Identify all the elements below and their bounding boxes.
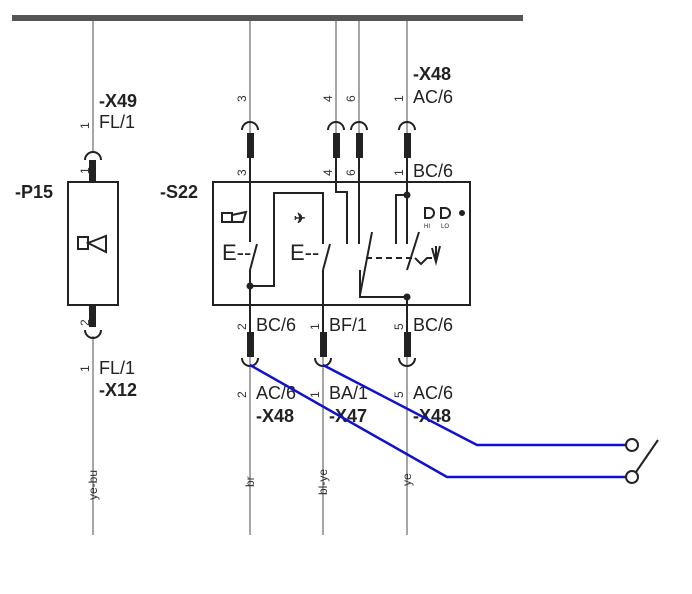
pin-label: 4 [321, 95, 335, 102]
svg-text:bl-ye: bl-ye [316, 469, 330, 495]
x48-top-cavity: AC/6 [413, 87, 453, 107]
svg-text:-X47: -X47 [329, 406, 367, 426]
wire-color-label: ye-bu [86, 470, 100, 500]
pin-label: 6 [344, 95, 358, 102]
pin-label: 2 [78, 319, 92, 326]
pin-label: 1 [78, 167, 92, 174]
x48-top-ref: -X48 [413, 64, 451, 84]
blue-annotation-switch [249, 363, 659, 484]
svg-text:ye: ye [400, 473, 414, 486]
svg-text:E--: E-- [290, 240, 319, 265]
svg-text:5: 5 [392, 391, 406, 398]
x12-ref: -X12 [99, 380, 137, 400]
svg-text:BA/1: BA/1 [329, 383, 368, 403]
svg-text:5: 5 [392, 323, 406, 330]
hi-label: HI [424, 224, 430, 230]
pin-label: 3 [235, 169, 249, 176]
svg-text:BF/1: BF/1 [329, 315, 367, 335]
pin-label: 6 [344, 169, 358, 176]
svg-text:AC/6: AC/6 [413, 383, 453, 403]
horn-component-box [67, 181, 119, 306]
horn-icon [221, 210, 248, 223]
headlight-icons: HI LO [424, 207, 465, 230]
pin-label: 4 [321, 169, 335, 176]
svg-text:-X48: -X48 [256, 406, 294, 426]
svg-text:-X48: -X48 [413, 406, 451, 426]
horn-icon [77, 234, 107, 254]
switch-internals: E-- E-- [222, 182, 441, 305]
bottom-wire-5: 5 BC/6 5 AC/6 -X48 ye [392, 315, 453, 486]
bus-bar [12, 15, 523, 21]
svg-text:BC/6: BC/6 [256, 315, 296, 335]
x49-ref: -X49 [99, 91, 137, 111]
bottom-connectors [241, 305, 416, 367]
x12-cavity: FL/1 [99, 358, 135, 378]
svg-text:E--: E-- [222, 240, 251, 265]
lo-label: LO [441, 224, 449, 230]
pin-label: 1 [78, 365, 92, 372]
wires [92, 21, 408, 535]
pin-label: 1 [392, 95, 406, 102]
bottom-wire-1: 1 BF/1 1 BA/1 -X47 bl-ye [308, 315, 368, 495]
svg-text:AC/6: AC/6 [256, 383, 296, 403]
x48-top-comp-cavity: BC/6 [413, 161, 453, 181]
svg-text:BC/6: BC/6 [413, 315, 453, 335]
svg-text:1: 1 [308, 323, 322, 330]
bottom-wire-2: 2 BC/6 2 AC/6 -X48 br [235, 315, 296, 487]
switch-ref: -S22 [160, 182, 198, 202]
x49-cavity: FL/1 [99, 112, 135, 132]
svg-text:br: br [243, 476, 257, 487]
svg-text:1: 1 [308, 391, 322, 398]
svg-text:2: 2 [235, 391, 249, 398]
pin-label: 3 [235, 95, 249, 102]
flasher-icon: ✈ [294, 210, 306, 226]
top-connectors [84, 121, 416, 182]
horn-ref: -P15 [15, 182, 53, 202]
pin-label: 1 [78, 122, 92, 129]
svg-text:2: 2 [235, 323, 249, 330]
pin-label: 1 [392, 169, 406, 176]
switch-component-box [212, 181, 471, 306]
